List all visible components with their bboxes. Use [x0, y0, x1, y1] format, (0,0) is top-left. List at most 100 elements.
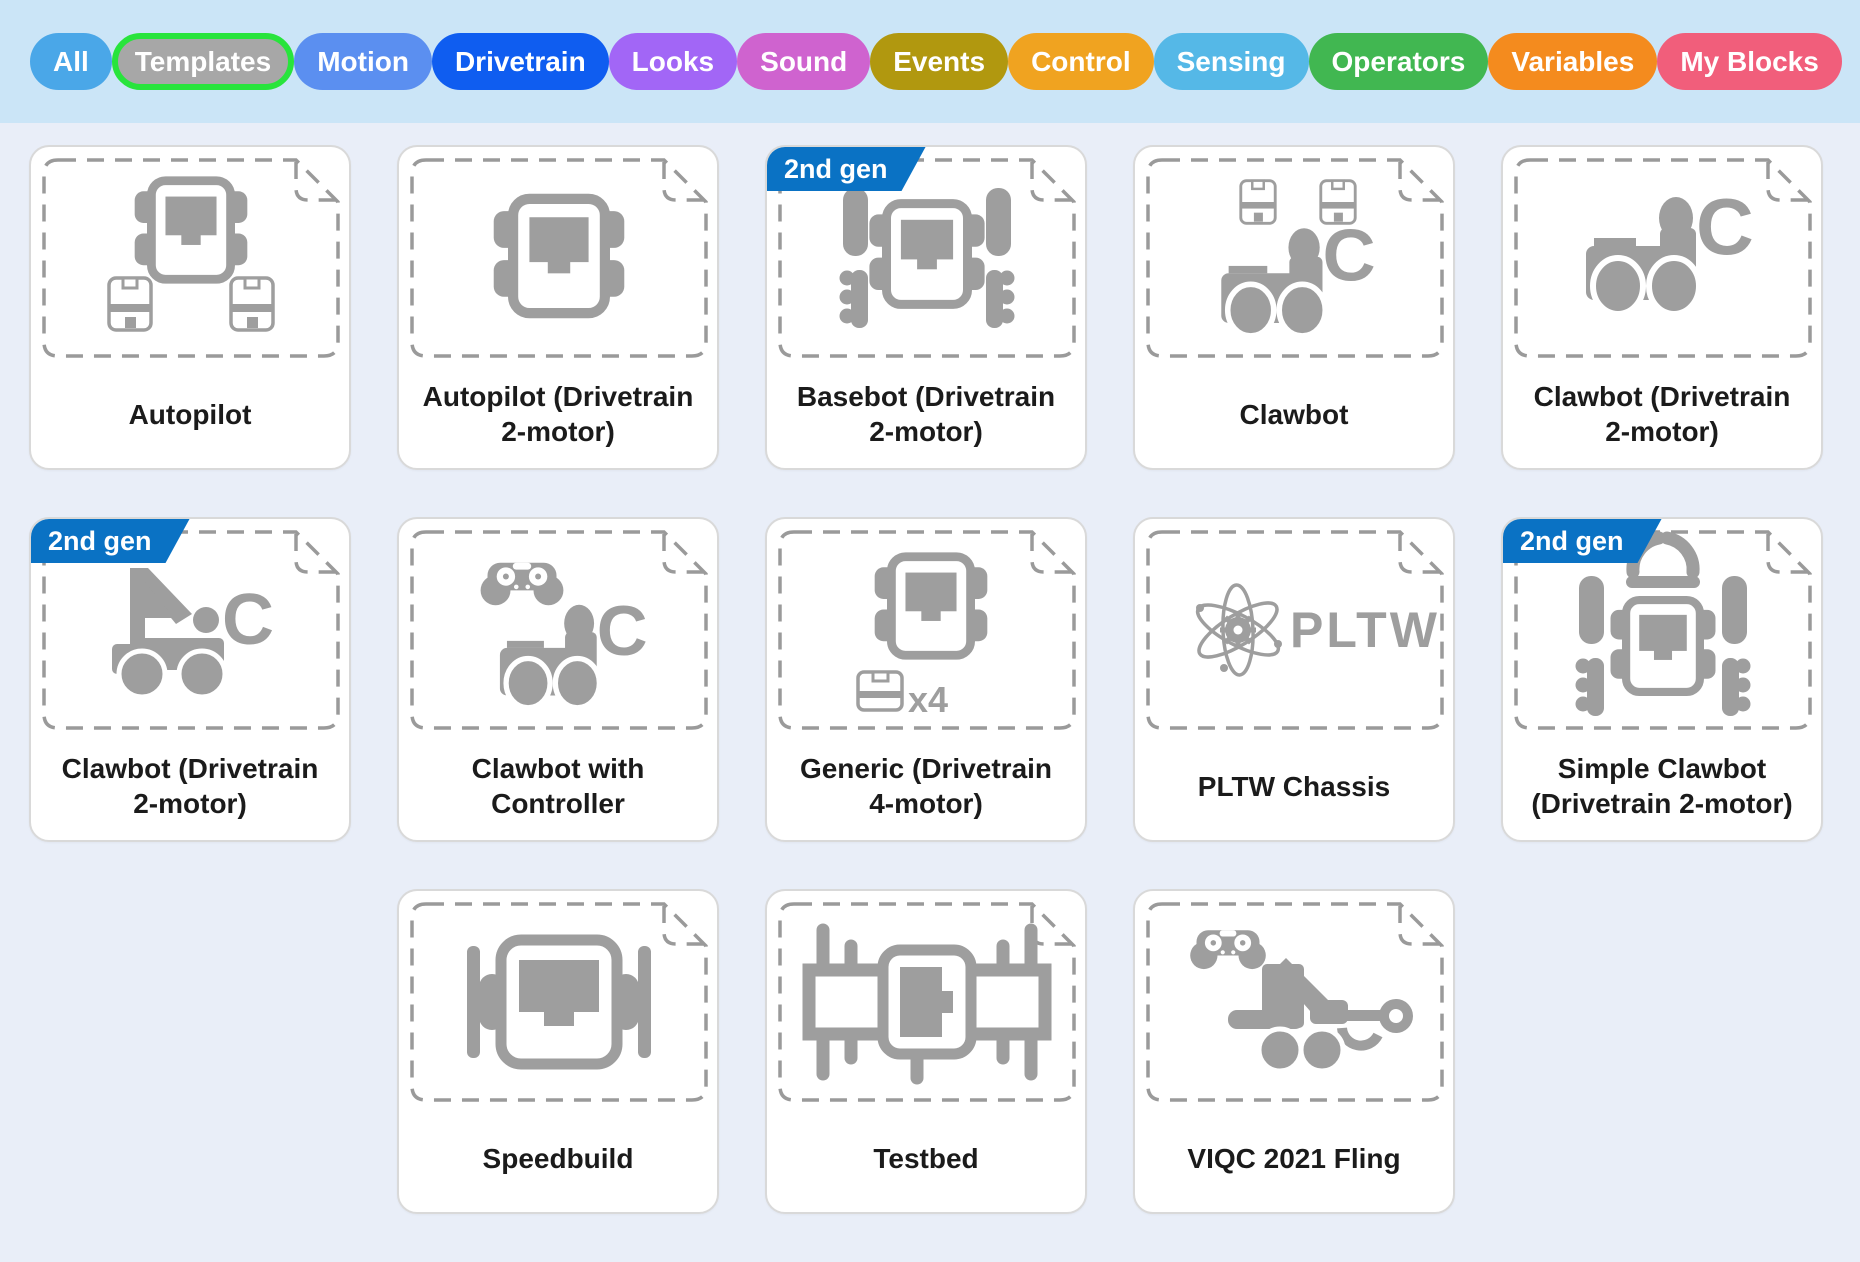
category-pill-label: All [53, 45, 89, 77]
template-card[interactable]: Testbed [765, 889, 1087, 1214]
category-pill-label: Sound [760, 45, 848, 77]
category-pill-label: My Blocks [1680, 45, 1819, 77]
template-thumbnail: PLTW [1146, 530, 1444, 730]
svg-text:C: C [1696, 182, 1754, 271]
motor-x4-glyph: x4 [856, 670, 948, 720]
category-pill-label: Events [893, 45, 986, 77]
template-thumbnail [1146, 902, 1444, 1102]
template-thumbnail [410, 902, 708, 1102]
robot-brain-x4-icon: x4 [778, 530, 1076, 730]
controller-glyph [480, 562, 564, 606]
template-card-label: Testbed [873, 1142, 979, 1174]
template-card[interactable]: Autopilot [29, 145, 351, 470]
template-card[interactable]: C Clawbot [1133, 145, 1455, 470]
template-card[interactable]: Speedbuild [397, 889, 719, 1214]
pltw-logo-icon: PLTW [1146, 530, 1444, 730]
robot-brain-glyph [869, 199, 985, 309]
template-thumbnail: C [410, 530, 708, 730]
template-card[interactable]: 2nd gen Simple Clawbot (Drivetrain 2-mot… [1501, 517, 1823, 842]
category-pill-all[interactable]: All [30, 33, 112, 90]
template-thumbnail: C [42, 530, 340, 730]
template-card-label: Clawbot (Drivetrain 2-motor) [61, 753, 319, 819]
clawbot-chassis-glyph: C [499, 591, 648, 711]
sensor-glyph [1319, 179, 1357, 225]
template-card[interactable]: PLTW PLTW Chassis [1133, 517, 1455, 842]
fling-robot-glyph [1228, 958, 1413, 1074]
category-pill-label: Motion [317, 45, 409, 77]
robot-brain-glyph [1610, 595, 1716, 697]
dashed-document-outline [410, 158, 708, 358]
sensor-glyph [229, 276, 275, 332]
category-pill-label: Templates [134, 45, 272, 77]
controller-glyph [1190, 930, 1266, 970]
testbed-frame-icon [778, 902, 1076, 1102]
dashed-document-outline [410, 530, 708, 730]
clawbot-chassis-glyph: C [1586, 182, 1754, 317]
template-card-label: VIQC 2021 Fling [1187, 1142, 1401, 1174]
dashed-document-outline [1146, 158, 1444, 358]
robot-brain-glyph [493, 193, 625, 319]
category-pill-drivetrain[interactable]: Drivetrain [431, 33, 609, 90]
sensor-glyph [1239, 179, 1277, 225]
autopilot-robot-with-sensors-icon [42, 158, 340, 358]
category-filter-bar: All Templates Motion Drivetrain Looks So… [0, 0, 1860, 123]
claw-jaws-glyph [1575, 531, 1751, 716]
clawbot-crane-robot-icon: C [42, 530, 340, 730]
category-pill-label: Sensing [1176, 45, 1286, 77]
clawbot-with-sensors-icon: C [1146, 158, 1444, 358]
fling-robot-with-controller-icon [1146, 902, 1444, 1102]
template-card-label: Autopilot (Drivetrain 2-motor) [422, 381, 694, 447]
basebot-robot-icon [778, 158, 1076, 358]
template-grid: Autopilot Autopilot (Drivetrain 2-motor)… [0, 123, 1860, 1214]
svg-text:PLTW: PLTW [1290, 602, 1440, 658]
speedbuild-robot-icon [410, 902, 708, 1102]
template-card[interactable]: x4 Generic (Drivetrain 4-motor) [765, 517, 1087, 842]
template-card-label: Clawbot (Drivetrain 2-motor) [1533, 381, 1791, 447]
template-thumbnail: C [1146, 158, 1444, 358]
robot-brain-glyph [874, 552, 988, 660]
svg-text:x4: x4 [908, 679, 948, 720]
robot-brain-icon [410, 158, 708, 358]
category-pill-operators[interactable]: Operators [1308, 33, 1489, 90]
category-pill-sound[interactable]: Sound [737, 33, 871, 90]
template-card[interactable]: C Clawbot (Drivetrain 2-motor) [1501, 145, 1823, 470]
crane-clawbot-glyph: C [112, 568, 274, 700]
dashed-document-outline [42, 158, 340, 358]
template-card-label: PLTW Chassis [1197, 770, 1391, 802]
category-pill-sensing[interactable]: Sensing [1153, 33, 1309, 90]
template-thumbnail [42, 158, 340, 358]
dashed-document-outline [778, 530, 1076, 730]
template-card-label: Clawbot [1239, 398, 1349, 430]
template-card[interactable]: C Clawbot with Controller [397, 517, 719, 842]
category-pill-my-blocks[interactable]: My Blocks [1657, 33, 1842, 90]
category-pill-motion[interactable]: Motion [294, 33, 432, 90]
2nd-gen-badge: 2nd gen [1503, 519, 1662, 563]
category-pill-control[interactable]: Control [1008, 33, 1154, 90]
template-card[interactable]: 2nd gen C Clawbot (Drivetrain 2-motor) [29, 517, 351, 842]
2nd-gen-badge: 2nd gen [31, 519, 190, 563]
template-card[interactable]: VIQC 2021 Fling [1133, 889, 1455, 1214]
template-thumbnail: x4 [778, 530, 1076, 730]
template-card-label: Speedbuild [482, 1142, 634, 1174]
svg-text:C: C [597, 591, 648, 670]
template-card[interactable]: Autopilot (Drivetrain 2-motor) [397, 145, 719, 470]
template-thumbnail: C [1514, 158, 1812, 358]
speedbuild-glyph [467, 934, 651, 1070]
category-pill-variables[interactable]: Variables [1488, 33, 1658, 90]
category-pill-looks[interactable]: Looks [608, 33, 738, 90]
2nd-gen-badge: 2nd gen [767, 147, 926, 191]
robot-brain-glyph [134, 176, 248, 284]
category-pill-label: Looks [631, 45, 715, 77]
dashed-document-outline [410, 902, 708, 1102]
category-pill-events[interactable]: Events [870, 33, 1009, 90]
dashed-document-outline [1514, 158, 1812, 358]
clawbot-chassis-glyph: C [1221, 214, 1376, 339]
template-card-label: Generic (Drivetrain 4-motor) [799, 753, 1053, 819]
template-card-label: Basebot (Drivetrain 2-motor) [796, 381, 1056, 447]
category-pill-templates[interactable]: Templates [111, 33, 295, 90]
dashed-document-outline [1146, 530, 1444, 730]
template-card[interactable]: 2nd gen Basebot (Drivetrain 2-motor) [765, 145, 1087, 470]
svg-text:C: C [222, 580, 274, 660]
template-thumbnail [778, 158, 1076, 358]
svg-text:C: C [1322, 214, 1375, 297]
